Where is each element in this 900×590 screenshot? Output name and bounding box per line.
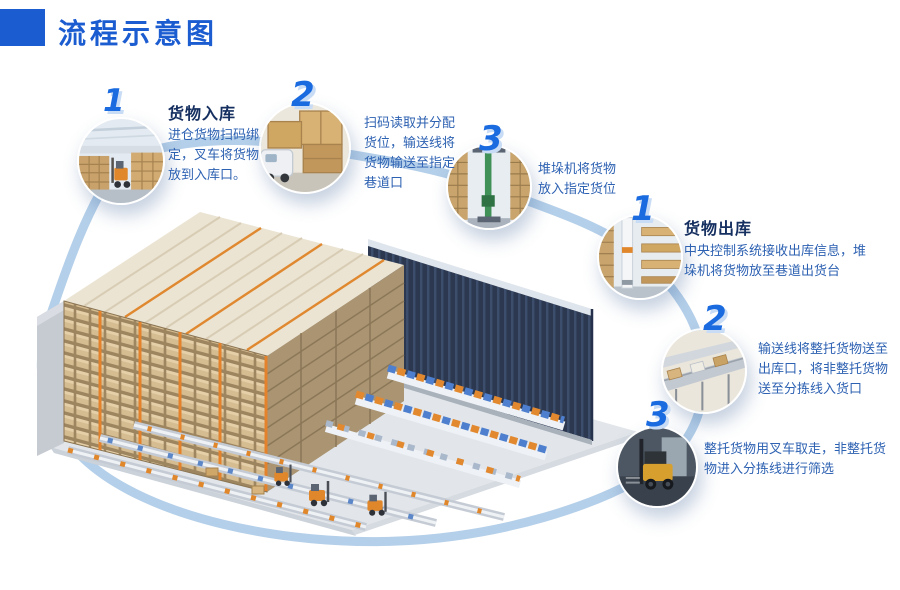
outbound-step1-text: 中央控制系统接收出库信息，堆垛机将货物放至巷道出货台	[684, 244, 867, 280]
inbound-step3-photo	[446, 144, 532, 230]
inbound-step2-number: 2	[291, 75, 315, 115]
warehouse-wall	[368, 239, 594, 445]
inbound-step3-number: 3	[479, 119, 503, 159]
concrete-wedge	[37, 301, 64, 456]
outbound-step1-number: 1	[631, 189, 655, 229]
outbound-step2-photo	[661, 328, 747, 414]
outbound-step3-text: 整托货物用叉车取走，非整托货物进入分拣线进行筛选	[704, 442, 887, 478]
stacker-crane-masts	[98, 311, 268, 491]
inbound-step3-text: 堆垛机将货物放入指定货位	[538, 162, 617, 198]
forklift-figures	[274, 464, 387, 516]
outbound-step2-number: 2	[703, 299, 727, 339]
outbound-step2-text: 输送线将整托货物送至出库口，将非整托货物送至分拣线入货口	[758, 342, 889, 398]
inbound-step1-number: 1	[103, 83, 125, 119]
outbound-heading: 货物出库	[684, 219, 753, 238]
outbound-step3-number: 3	[646, 395, 670, 435]
inbound-step2-photo	[259, 102, 351, 194]
mid-shelving	[324, 364, 566, 488]
outbound-step1-photo	[597, 214, 683, 300]
page-title: 流程示意图	[58, 17, 219, 50]
inbound-step1-text: 进仓货物扫码绑定，叉车将货物放到入库口。	[168, 128, 260, 184]
title-accent-block	[0, 9, 45, 46]
outbound-step3-photo	[616, 426, 698, 508]
inbound-heading: 货物入库	[168, 104, 237, 123]
inbound-step1-photo	[77, 117, 165, 205]
inbound-step2-text: 扫码读取并分配货位，输送线将货物输送至指定巷道口	[364, 116, 456, 192]
